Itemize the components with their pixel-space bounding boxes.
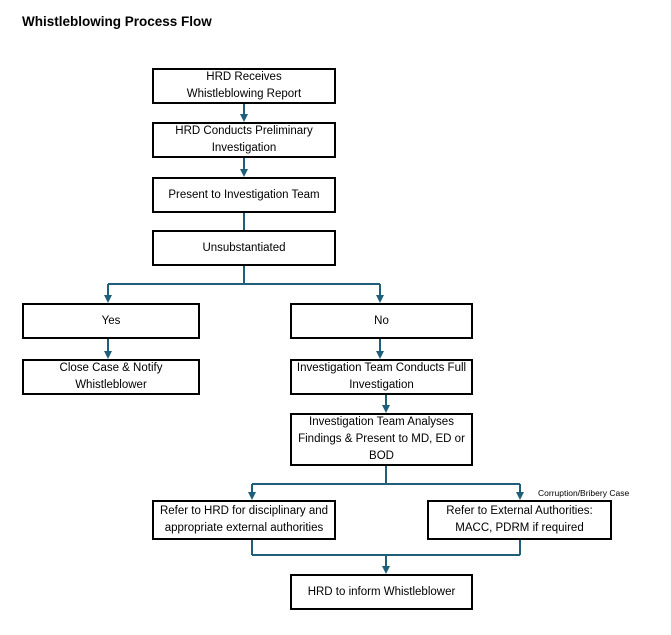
node-preliminary-investigation: HRD Conducts Preliminary Investigation [152,122,336,158]
node-yes: Yes [22,303,200,339]
diagram-title: Whistleblowing Process Flow [22,14,212,29]
node-analyse-findings: Investigation Team Analyses Findings & P… [290,413,473,466]
node-refer-external: Refer to External Authorities: MACC, PDR… [427,500,612,540]
node-no: No [290,303,473,339]
note-corruption-bribery: Corruption/Bribery Case [538,488,630,498]
node-full-investigation: Investigation Team Conducts Full Investi… [290,359,473,395]
node-refer-to-hrd: Refer to HRD for disciplinary and approp… [152,500,336,540]
node-hrd-receives-report: HRD Receives Whistleblowing Report [152,68,336,104]
node-present-to-team: Present to Investigation Team [152,177,336,213]
node-hrd-inform-whistleblower: HRD to inform Whistleblower [290,574,473,610]
node-close-case: Close Case & Notify Whistleblower [22,359,200,395]
node-unsubstantiated: Unsubstantiated [152,230,336,266]
